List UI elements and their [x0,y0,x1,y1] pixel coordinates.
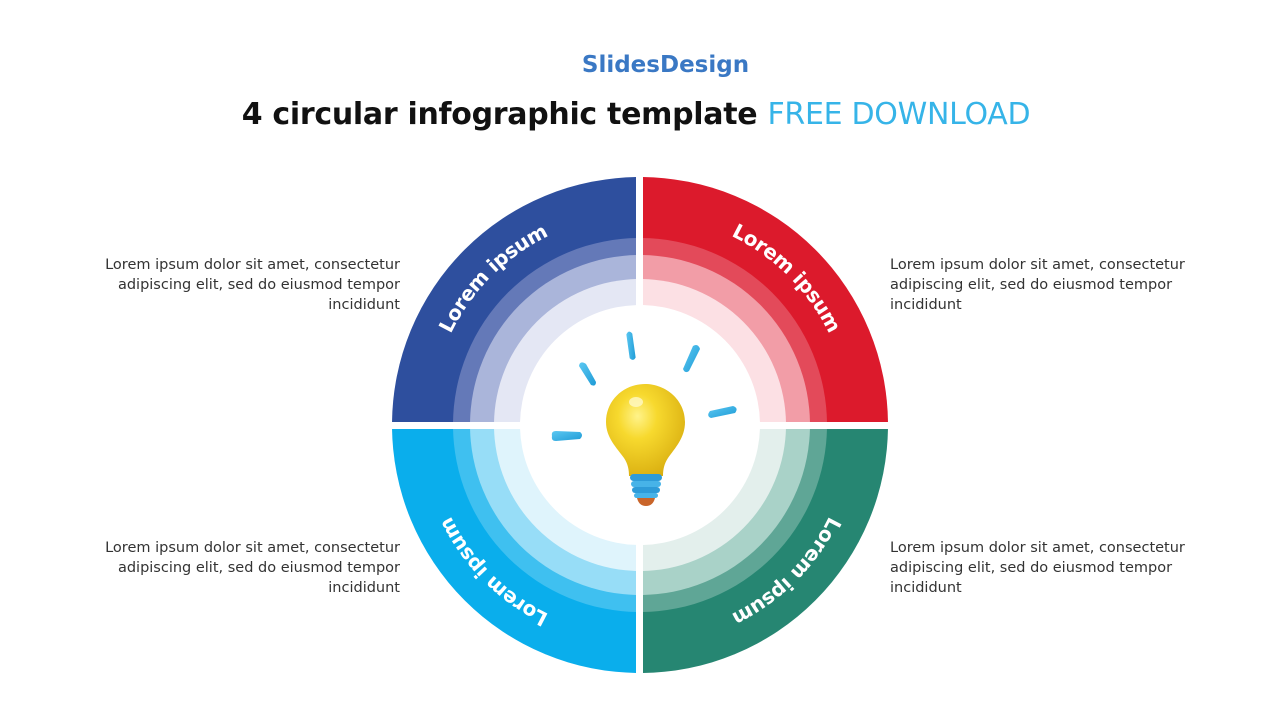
lightbulb-icon [551,331,737,506]
description-top-right: Lorem ipsum dolor sit amet, consectetur … [890,257,1185,313]
description-top-left: Lorem ipsum dolor sit amet, consectetur … [105,257,400,313]
title-accent: FREE DOWNLOAD [767,97,1031,132]
quadrant-bottom-right[interactable] [392,177,888,673]
quadrant-top-right[interactable] [392,177,888,673]
title-main: 4 circular infographic template [241,97,758,132]
quadrant-bottom-left[interactable] [392,177,888,673]
page-title: 4 circular infographic template FREE DOW… [0,97,1272,132]
brand-name: SlidesDesign [581,52,750,78]
description-bottom-right: Lorem ipsum dolor sit amet, consectetur … [890,540,1185,596]
description-bottom-left: Lorem ipsum dolor sit amet, consectetur … [105,540,400,596]
quadrant-top-left[interactable] [392,177,888,673]
